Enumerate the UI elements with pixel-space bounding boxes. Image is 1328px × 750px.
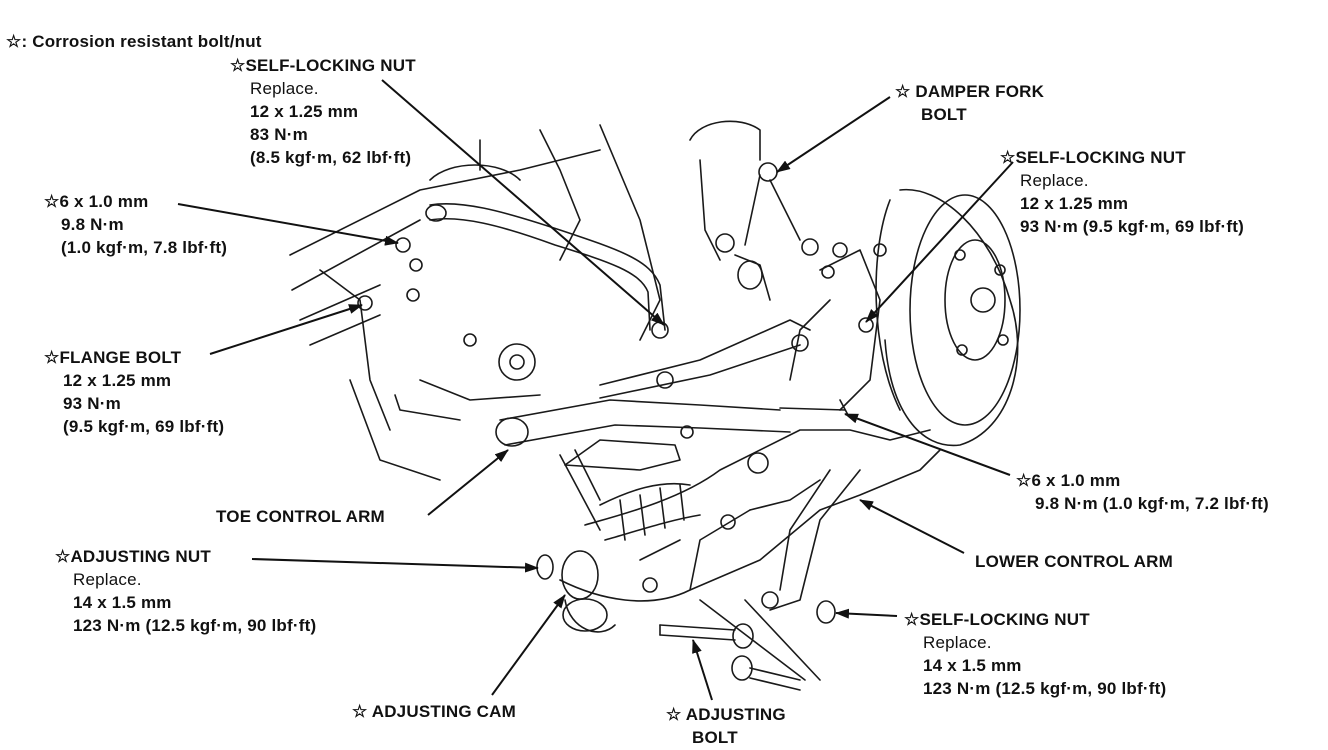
callout-line: 93 N·m — [63, 394, 121, 413]
callout-title: ☆6 x 1.0 mm — [44, 192, 149, 211]
legend: ☆: Corrosion resistant bolt/nut — [6, 30, 262, 53]
callout-line: Replace. — [250, 79, 319, 98]
callout-line: 14 x 1.5 mm — [73, 593, 172, 612]
callout-line: 123 N·m (12.5 kgf·m, 90 lbf·ft) — [73, 616, 317, 635]
callout-title: ☆ ADJUSTING — [666, 705, 786, 724]
leader-flange-bolt — [209, 304, 363, 355]
callout-lower-control-arm: LOWER CONTROL ARM — [975, 550, 1173, 573]
callout-title: ☆SELF-LOCKING NUT — [904, 610, 1090, 629]
callout-title: ☆ DAMPER FORK — [895, 82, 1045, 101]
subframe-outline — [289, 124, 661, 481]
callout-line: 12 x 1.25 mm — [250, 102, 359, 121]
callout-bolt-6x1-right: ☆6 x 1.0 mm 9.8 N·m (1.0 kgf·m, 7.2 lbf·… — [1016, 469, 1269, 515]
leader-toe-control-arm — [427, 449, 509, 516]
callout-line: 93 N·m (9.5 kgf·m, 69 lbf·ft) — [1020, 217, 1244, 236]
leader-damper-fork-bolt — [776, 96, 891, 173]
leader-adjusting-nut — [251, 558, 539, 573]
callout-line: 123 N·m (12.5 kgf·m, 90 lbf·ft) — [923, 679, 1167, 698]
callout-line: (1.0 kgf·m, 7.8 lbf·ft) — [61, 238, 228, 257]
leader-bolt-6x1-right — [844, 413, 1011, 476]
leader-lower-control-arm — [859, 499, 965, 554]
callout-line: 83 N·m — [250, 125, 308, 144]
toe-control-arm-shape — [495, 399, 849, 447]
legend-text: ☆: Corrosion resistant bolt/nut — [6, 32, 262, 51]
callout-adjusting-bolt: ☆ ADJUSTING BOLT — [666, 703, 786, 749]
knuckle — [789, 249, 881, 411]
callout-adjusting-cam: ☆ ADJUSTING CAM — [352, 700, 516, 723]
callout-line: BOLT — [921, 105, 967, 124]
leader-self-locking-nut-right — [865, 161, 1014, 323]
callout-bolt-6x1-left: ☆6 x 1.0 mm 9.8 N·m (1.0 kgf·m, 7.8 lbf·… — [44, 190, 227, 259]
callout-line: Replace. — [73, 570, 142, 589]
callout-self-locking-nut-top: ☆SELF-LOCKING NUT Replace. 12 x 1.25 mm … — [230, 54, 416, 169]
bolts — [357, 237, 887, 439]
callout-title: ☆ADJUSTING NUT — [55, 547, 211, 566]
callout-damper-fork-bolt: ☆ DAMPER FORK BOLT — [895, 80, 1044, 126]
callout-title: ☆FLANGE BOLT — [44, 348, 182, 367]
callout-line: Replace. — [923, 633, 992, 652]
callout-self-locking-nut-bottom: ☆SELF-LOCKING NUT Replace. 14 x 1.5 mm 1… — [904, 608, 1166, 700]
bolt-parts — [659, 599, 836, 691]
leader-adjusting-bolt — [692, 639, 713, 701]
callout-adjusting-nut: ☆ADJUSTING NUT Replace. 14 x 1.5 mm 123 … — [55, 545, 316, 637]
callout-self-locking-nut-right: ☆SELF-LOCKING NUT Replace. 12 x 1.25 mm … — [1000, 146, 1244, 238]
callout-title: ☆ ADJUSTING CAM — [352, 702, 517, 721]
leader-bolt-6x1-left — [177, 203, 399, 246]
leader-adjusting-cam — [491, 594, 566, 696]
callout-line: (9.5 kgf·m, 69 lbf·ft) — [63, 417, 225, 436]
leader-self-locking-nut-top — [381, 79, 665, 326]
callout-title: ☆SELF-LOCKING NUT — [230, 56, 416, 75]
callout-line: (8.5 kgf·m, 62 lbf·ft) — [250, 148, 412, 167]
callout-title: ☆SELF-LOCKING NUT — [1000, 148, 1186, 167]
brake-disc — [875, 188, 1021, 447]
lower-control-arm-shape — [559, 429, 941, 611]
callout-line: 12 x 1.25 mm — [1020, 194, 1129, 213]
callout-line: Replace. — [1020, 171, 1089, 190]
cam-assembly — [536, 550, 616, 633]
callout-line: 9.8 N·m — [61, 215, 124, 234]
damper-assembly — [689, 120, 819, 301]
callout-toe-control-arm: TOE CONTROL ARM — [216, 505, 385, 528]
upper-arm — [599, 319, 811, 399]
callout-title: ☆6 x 1.0 mm — [1016, 471, 1121, 490]
callout-line: 12 x 1.25 mm — [63, 371, 172, 390]
callout-line: 9.8 N·m (1.0 kgf·m, 7.2 lbf·ft) — [1035, 494, 1269, 513]
leader-self-locking-nut-bottom — [835, 608, 898, 619]
callout-flange-bolt: ☆FLANGE BOLT 12 x 1.25 mm 93 N·m (9.5 kg… — [44, 346, 224, 438]
callout-line: 14 x 1.5 mm — [923, 656, 1022, 675]
callout-title: TOE CONTROL ARM — [216, 507, 385, 526]
stabilizer-bar — [425, 202, 666, 331]
boot — [559, 439, 701, 541]
callout-title: LOWER CONTROL ARM — [975, 552, 1173, 571]
callout-line: BOLT — [692, 728, 738, 747]
